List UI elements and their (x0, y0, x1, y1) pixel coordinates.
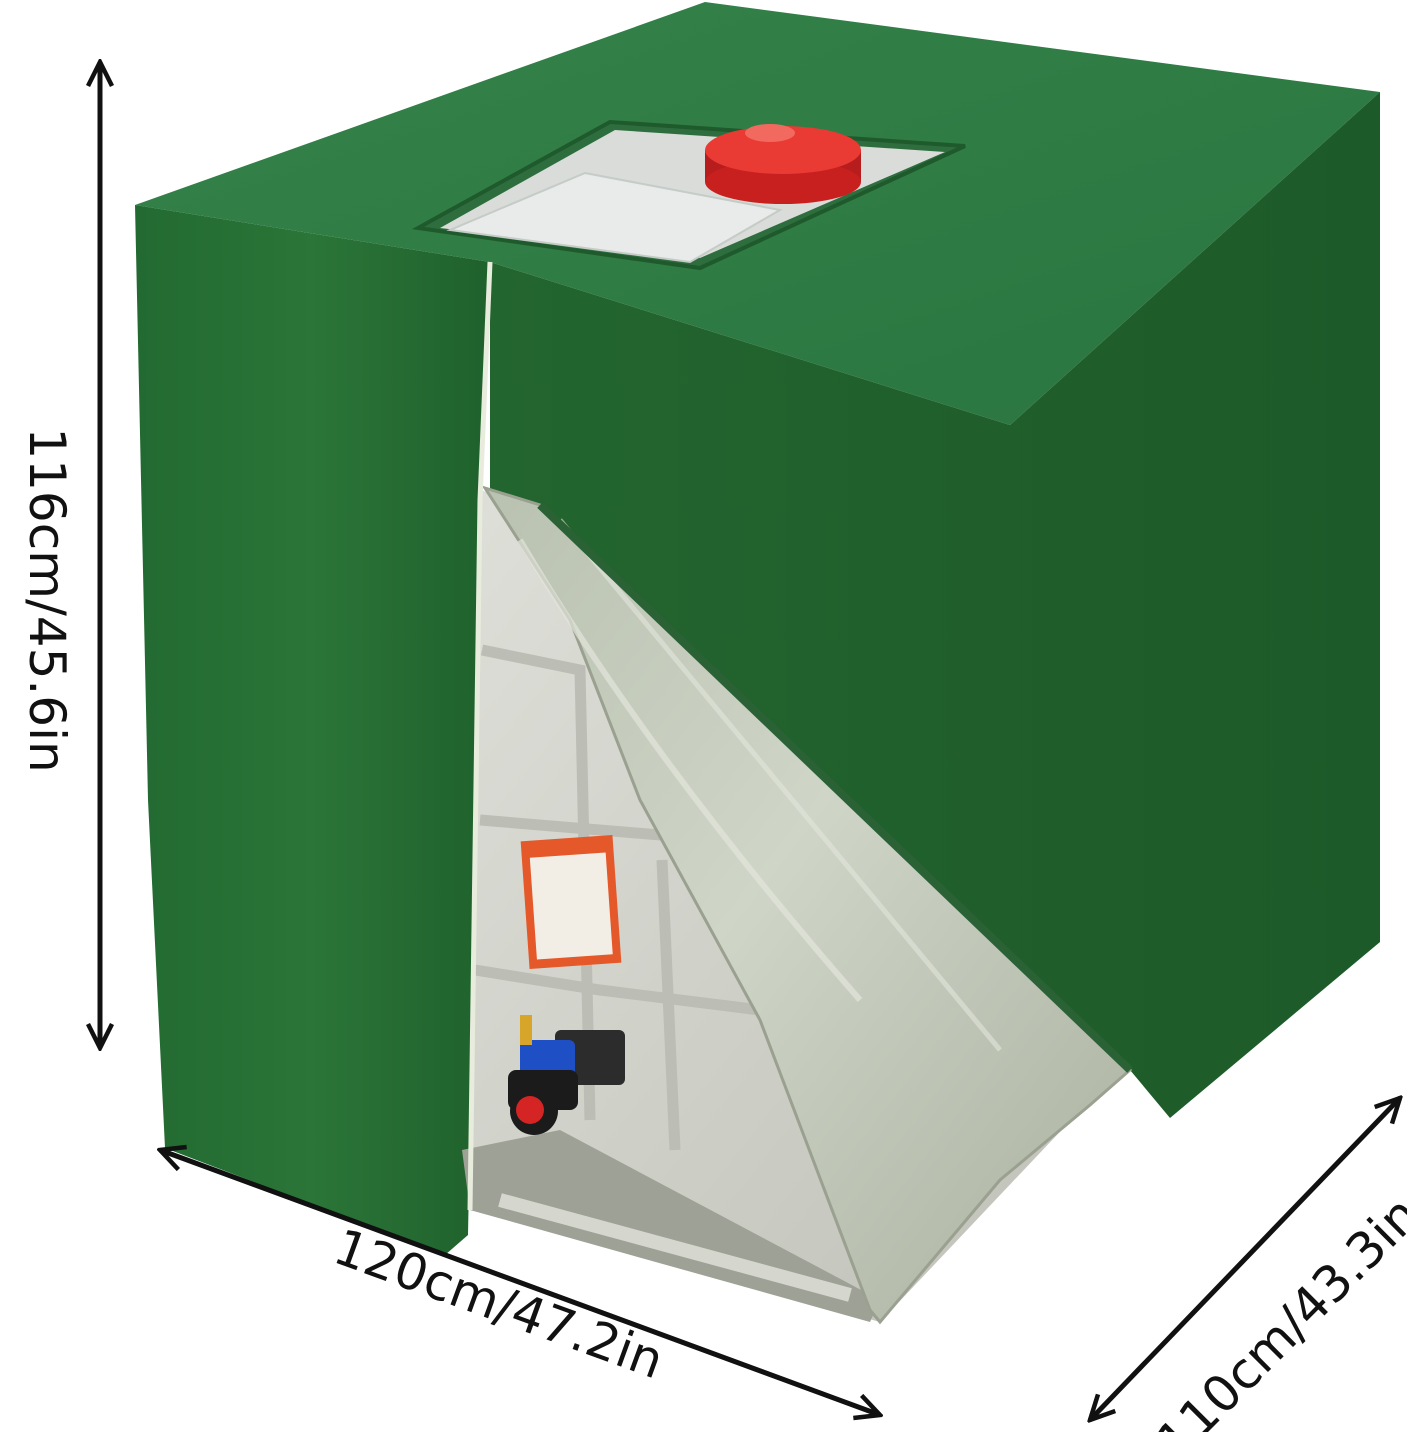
depth-label: 110cm/43.3in (1145, 1185, 1407, 1432)
width-arrow (160, 1150, 880, 1415)
height-label: 116cm/45.6in (18, 427, 76, 772)
depth-arrow (1090, 1098, 1400, 1420)
cover-front-face (135, 205, 490, 1255)
zipper-line (467, 261, 493, 1211)
cover-right-face (490, 92, 1380, 1118)
filler-cap (705, 124, 861, 204)
